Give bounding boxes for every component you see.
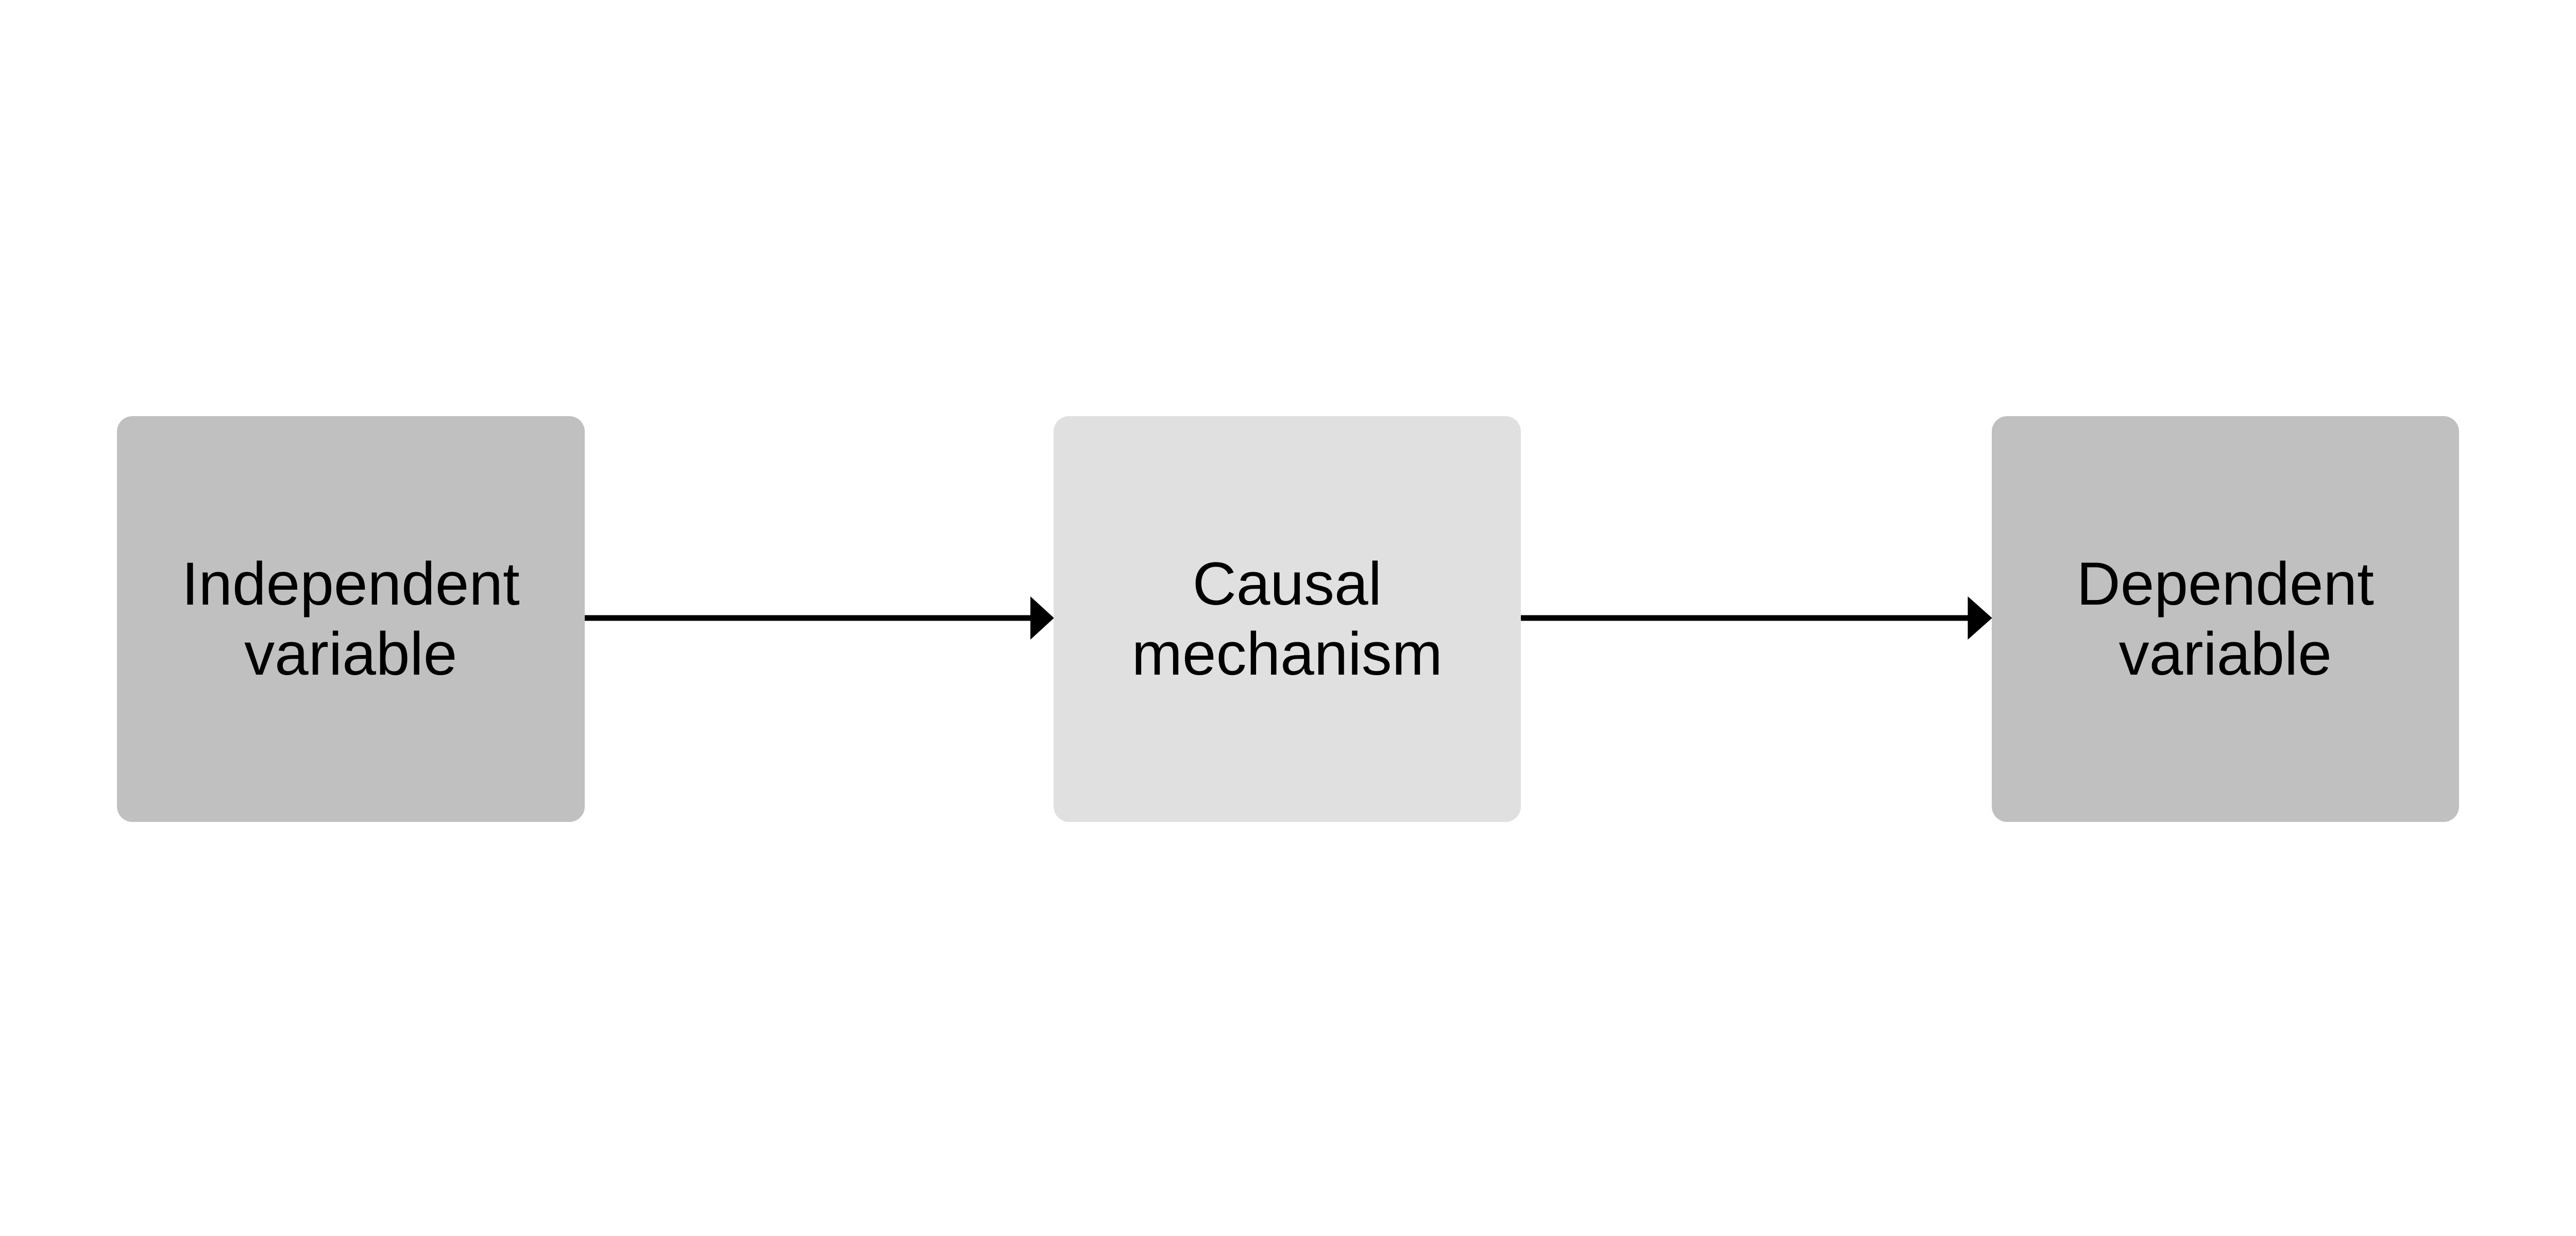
arrow-mechanism-to-dependent — [1521, 596, 1992, 640]
node-independent-variable: Independent variable — [117, 416, 585, 822]
arrow-independent-to-mechanism — [584, 596, 1054, 640]
node-causal-mechanism: Causal mechanism — [1053, 416, 1521, 822]
node-label: Independent variable — [181, 550, 520, 688]
node-dependent-variable: Dependent variable — [1991, 416, 2459, 822]
node-label: Dependent variable — [2076, 550, 2374, 688]
node-label: Causal mechanism — [1131, 550, 1443, 688]
